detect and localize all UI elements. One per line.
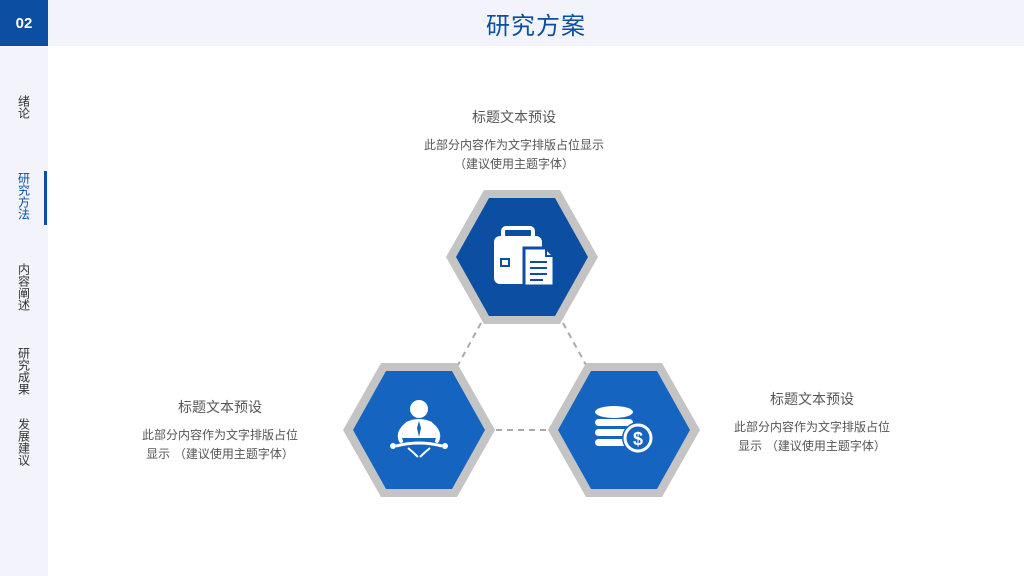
slide-number-badge: 02 — [0, 0, 48, 46]
block-heading: 标题文本预设 — [770, 392, 854, 408]
page-title: 研究方案 — [486, 11, 586, 40]
sidebar — [0, 46, 48, 576]
sidebar-item-label: 内容阐述 — [16, 263, 31, 311]
sidebar-item-label: 研究成果 — [16, 347, 31, 395]
block-heading: 标题文本预设 — [472, 110, 556, 126]
sidebar-item-content[interactable]: 内容阐述 — [0, 263, 48, 311]
sidebar-item-label: 发展建议 — [16, 418, 31, 466]
block-description-line: 此部分内容作为文字排版占位显示 — [423, 138, 604, 152]
header-bar — [48, 0, 1024, 46]
sidebar-item-label: 绪论 — [16, 95, 31, 119]
sidebar-item-results[interactable]: 研究成果 — [0, 347, 48, 395]
block-description-line: 此部分内容作为文字排版占位 — [733, 420, 890, 434]
svg-text:$: $ — [633, 429, 643, 449]
block-description-line: 显示 （建议使用主题字体） — [738, 439, 886, 453]
text-block-left: 标题文本预设 此部分内容作为文字排版占位 显示 （建议使用主题字体） — [120, 397, 320, 464]
block-description-line: 此部分内容作为文字排版占位 — [141, 428, 298, 442]
text-block-right: 标题文本预设 此部分内容作为文字排版占位 显示 （建议使用主题字体） — [712, 389, 912, 456]
active-indicator — [44, 171, 47, 225]
block-description-line: 显示 （建议使用主题字体） — [146, 447, 294, 461]
sidebar-item-intro[interactable]: 绪论 — [0, 95, 48, 119]
text-block-top: 标题文本预设 此部分内容作为文字排版占位显示 （建议使用主题字体） — [400, 107, 628, 174]
block-description-line: （建议使用主题字体） — [453, 157, 574, 171]
block-heading: 标题文本预设 — [178, 400, 262, 416]
connector-line — [562, 322, 587, 366]
sidebar-item-label: 研究方法 — [16, 172, 31, 220]
sidebar-item-methods[interactable]: 研究方法 — [0, 172, 48, 220]
briefcase-document-icon — [494, 226, 556, 288]
meditating-person-icon — [390, 400, 448, 458]
coins-dollar-icon: $ — [595, 406, 654, 454]
sidebar-item-suggestions[interactable]: 发展建议 — [0, 418, 48, 466]
connector-line — [457, 322, 482, 366]
